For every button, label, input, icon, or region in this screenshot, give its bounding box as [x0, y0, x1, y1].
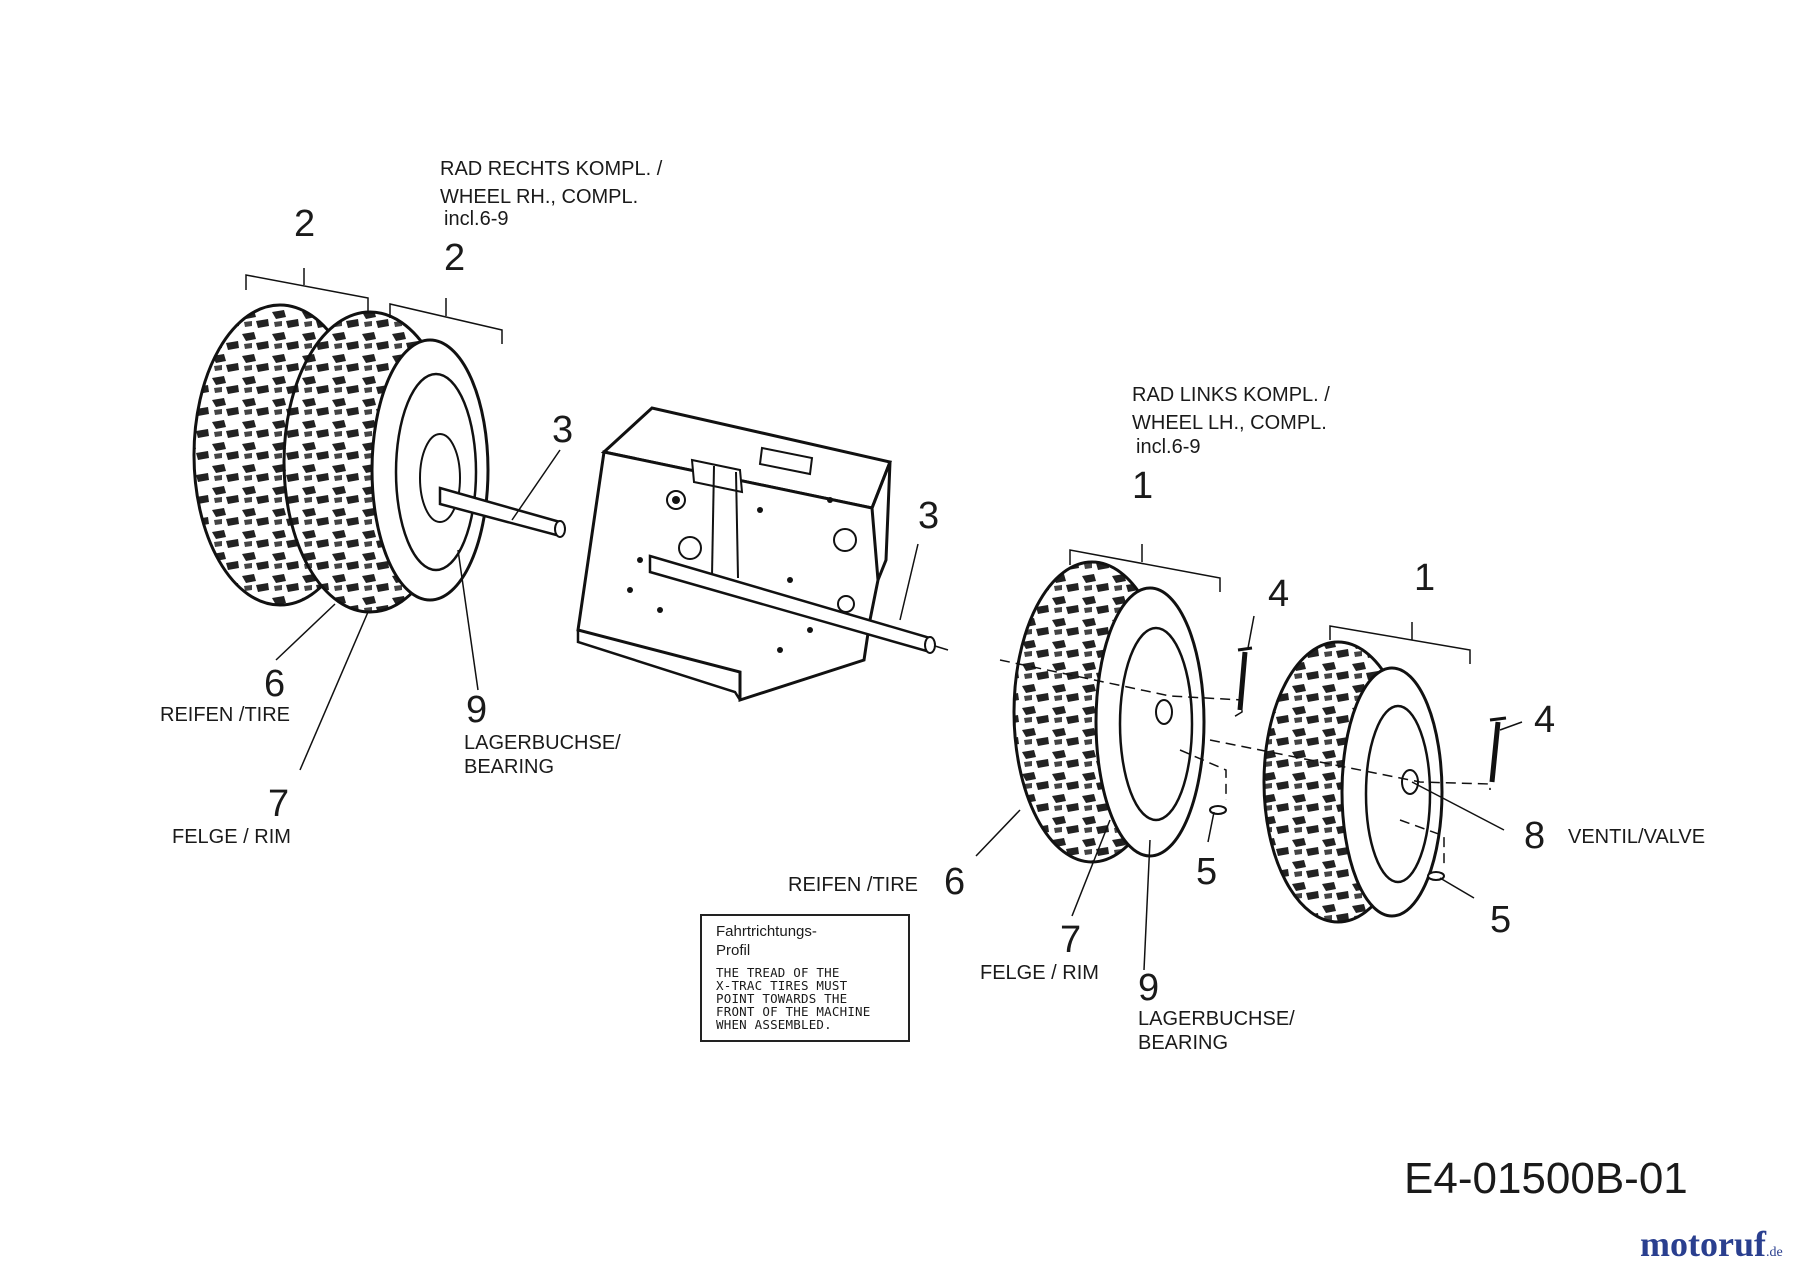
valve-label: VENTIL/VALVE	[1568, 826, 1706, 848]
pin-4b	[1489, 716, 1507, 783]
callout-6a: 6	[264, 663, 286, 705]
wheel-lh-title-1: RAD LINKS KOMPL. /	[1132, 384, 1330, 406]
bearing-label-rh-2: BEARING	[464, 756, 555, 778]
callout-8: 8	[1524, 815, 1546, 857]
wheel-lh-incl: incl.6-9	[1136, 436, 1201, 458]
wheel-rh-title-1: RAD RECHTS KOMPL. /	[440, 158, 663, 180]
callout-6b: 6	[944, 861, 966, 903]
tire-label-rh: REIFEN /TIRE	[160, 704, 291, 726]
callout-1b: 1	[1414, 557, 1436, 599]
callout-7a: 7	[268, 783, 290, 825]
bracket-rh-a	[245, 268, 369, 312]
rim-label-rh: FELGE / RIM	[172, 826, 291, 848]
tread-direction-note: Fahrtrichtungs- Profil THE TREAD OF THE …	[700, 914, 910, 1042]
wheel-lh-title-2: WHEEL LH., COMPL.	[1132, 412, 1327, 434]
bracket-rh-b	[389, 298, 503, 344]
bearing-label-lh-1: LAGERBUCHSE/	[1138, 1008, 1295, 1030]
callout-3b: 3	[918, 495, 940, 537]
axle-frame	[648, 554, 949, 654]
note-title: Fahrtrichtungs- Profil	[716, 923, 817, 959]
callout-5a: 5	[1196, 851, 1218, 893]
callout-4a: 4	[1268, 573, 1290, 615]
tire-label-lh: REIFEN /TIRE	[788, 874, 919, 896]
clip-5a	[1209, 805, 1227, 815]
callout-5b: 5	[1490, 899, 1512, 941]
bracket-lh-b	[1329, 622, 1471, 664]
bracket-lh-a	[1069, 544, 1221, 592]
callout-3a: 3	[552, 409, 574, 451]
wheel-rh-title-2: WHEEL RH., COMPL.	[440, 186, 639, 208]
callout-9b: 9	[1138, 967, 1160, 1009]
pin-4a	[1237, 646, 1253, 711]
drawing-code: E4-01500B-01	[1404, 1154, 1688, 1203]
wheel-lh-front	[1012, 560, 1206, 864]
brand-name: motoruf	[1640, 1224, 1766, 1264]
rim-label-lh: FELGE / RIM	[980, 962, 1099, 984]
note-body: THE TREAD OF THE X-TRAC TIRES MUST POINT…	[716, 965, 871, 1032]
wheel-rh-front	[282, 310, 490, 614]
callout-9a: 9	[466, 689, 488, 731]
wheel-rh-incl: incl.6-9	[444, 208, 509, 230]
callout-4b: 4	[1534, 699, 1556, 741]
callout-2a: 2	[294, 203, 316, 245]
brand-logo: motoruf.de	[1640, 1224, 1783, 1273]
bearing-label-lh-2: BEARING	[1138, 1032, 1229, 1054]
callout-2b: 2	[444, 237, 466, 279]
callout-7b: 7	[1060, 919, 1082, 961]
callout-1a: 1	[1132, 465, 1154, 507]
axle-rh	[438, 486, 566, 538]
wheel-lh-back	[1262, 640, 1444, 924]
frame-housing	[576, 406, 893, 703]
bearing-label-rh-1: LAGERBUCHSE/	[464, 732, 621, 754]
brand-tld: .de	[1765, 1245, 1783, 1260]
